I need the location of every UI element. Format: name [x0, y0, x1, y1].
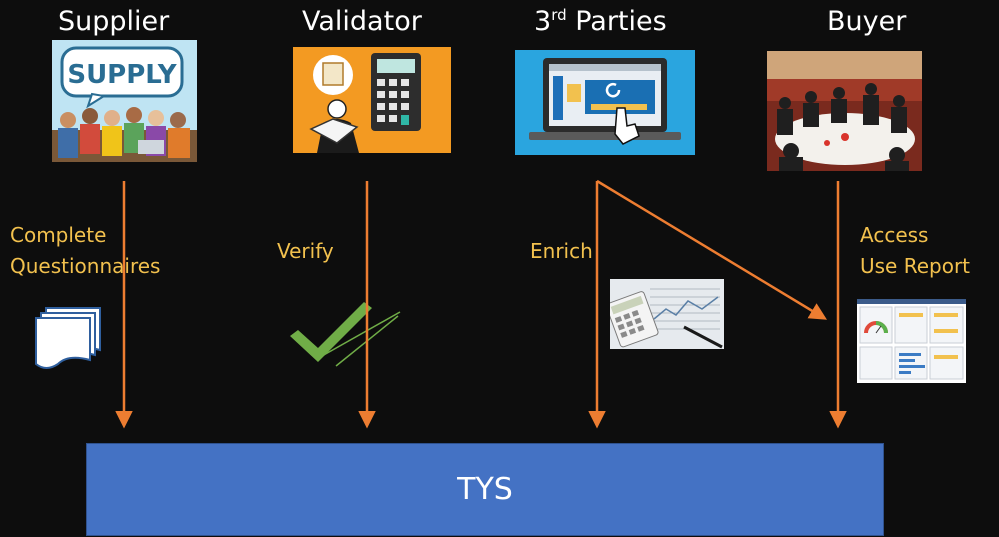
access-label-line1: Access [860, 223, 929, 247]
access-use-report-label: Access Use Report [860, 220, 970, 282]
buyer-title: Buyer [827, 6, 907, 37]
supplier-image: SUPPLY [52, 40, 197, 162]
use-report-image [857, 299, 966, 383]
buyer-image [767, 51, 922, 171]
third-parties-image [515, 50, 695, 155]
validator-image [293, 47, 451, 153]
complete-label-line1: Complete [10, 223, 107, 247]
third-parties-title-suffix: Parties [566, 6, 667, 37]
tys-box: TYS [86, 443, 884, 536]
enrich-label: Enrich [530, 239, 593, 263]
third-parties-title-prefix: 3 [534, 6, 552, 37]
verify-label: Verify [277, 239, 334, 263]
supply-bubble-text: SUPPLY [67, 60, 177, 90]
complete-questionnaires-label: Complete Questionnaires [10, 220, 160, 282]
access-label-line2: Use Report [860, 254, 971, 278]
third-parties-title-sup: rd [551, 6, 567, 24]
complete-label-line2: Questionnaires [10, 254, 161, 278]
validator-title: Validator [302, 6, 422, 37]
supplier-title: Supplier [58, 6, 170, 37]
tys-label: TYS [457, 472, 513, 507]
third-parties-title: 3rd Parties [534, 6, 667, 37]
enrich-document-image [610, 279, 724, 349]
